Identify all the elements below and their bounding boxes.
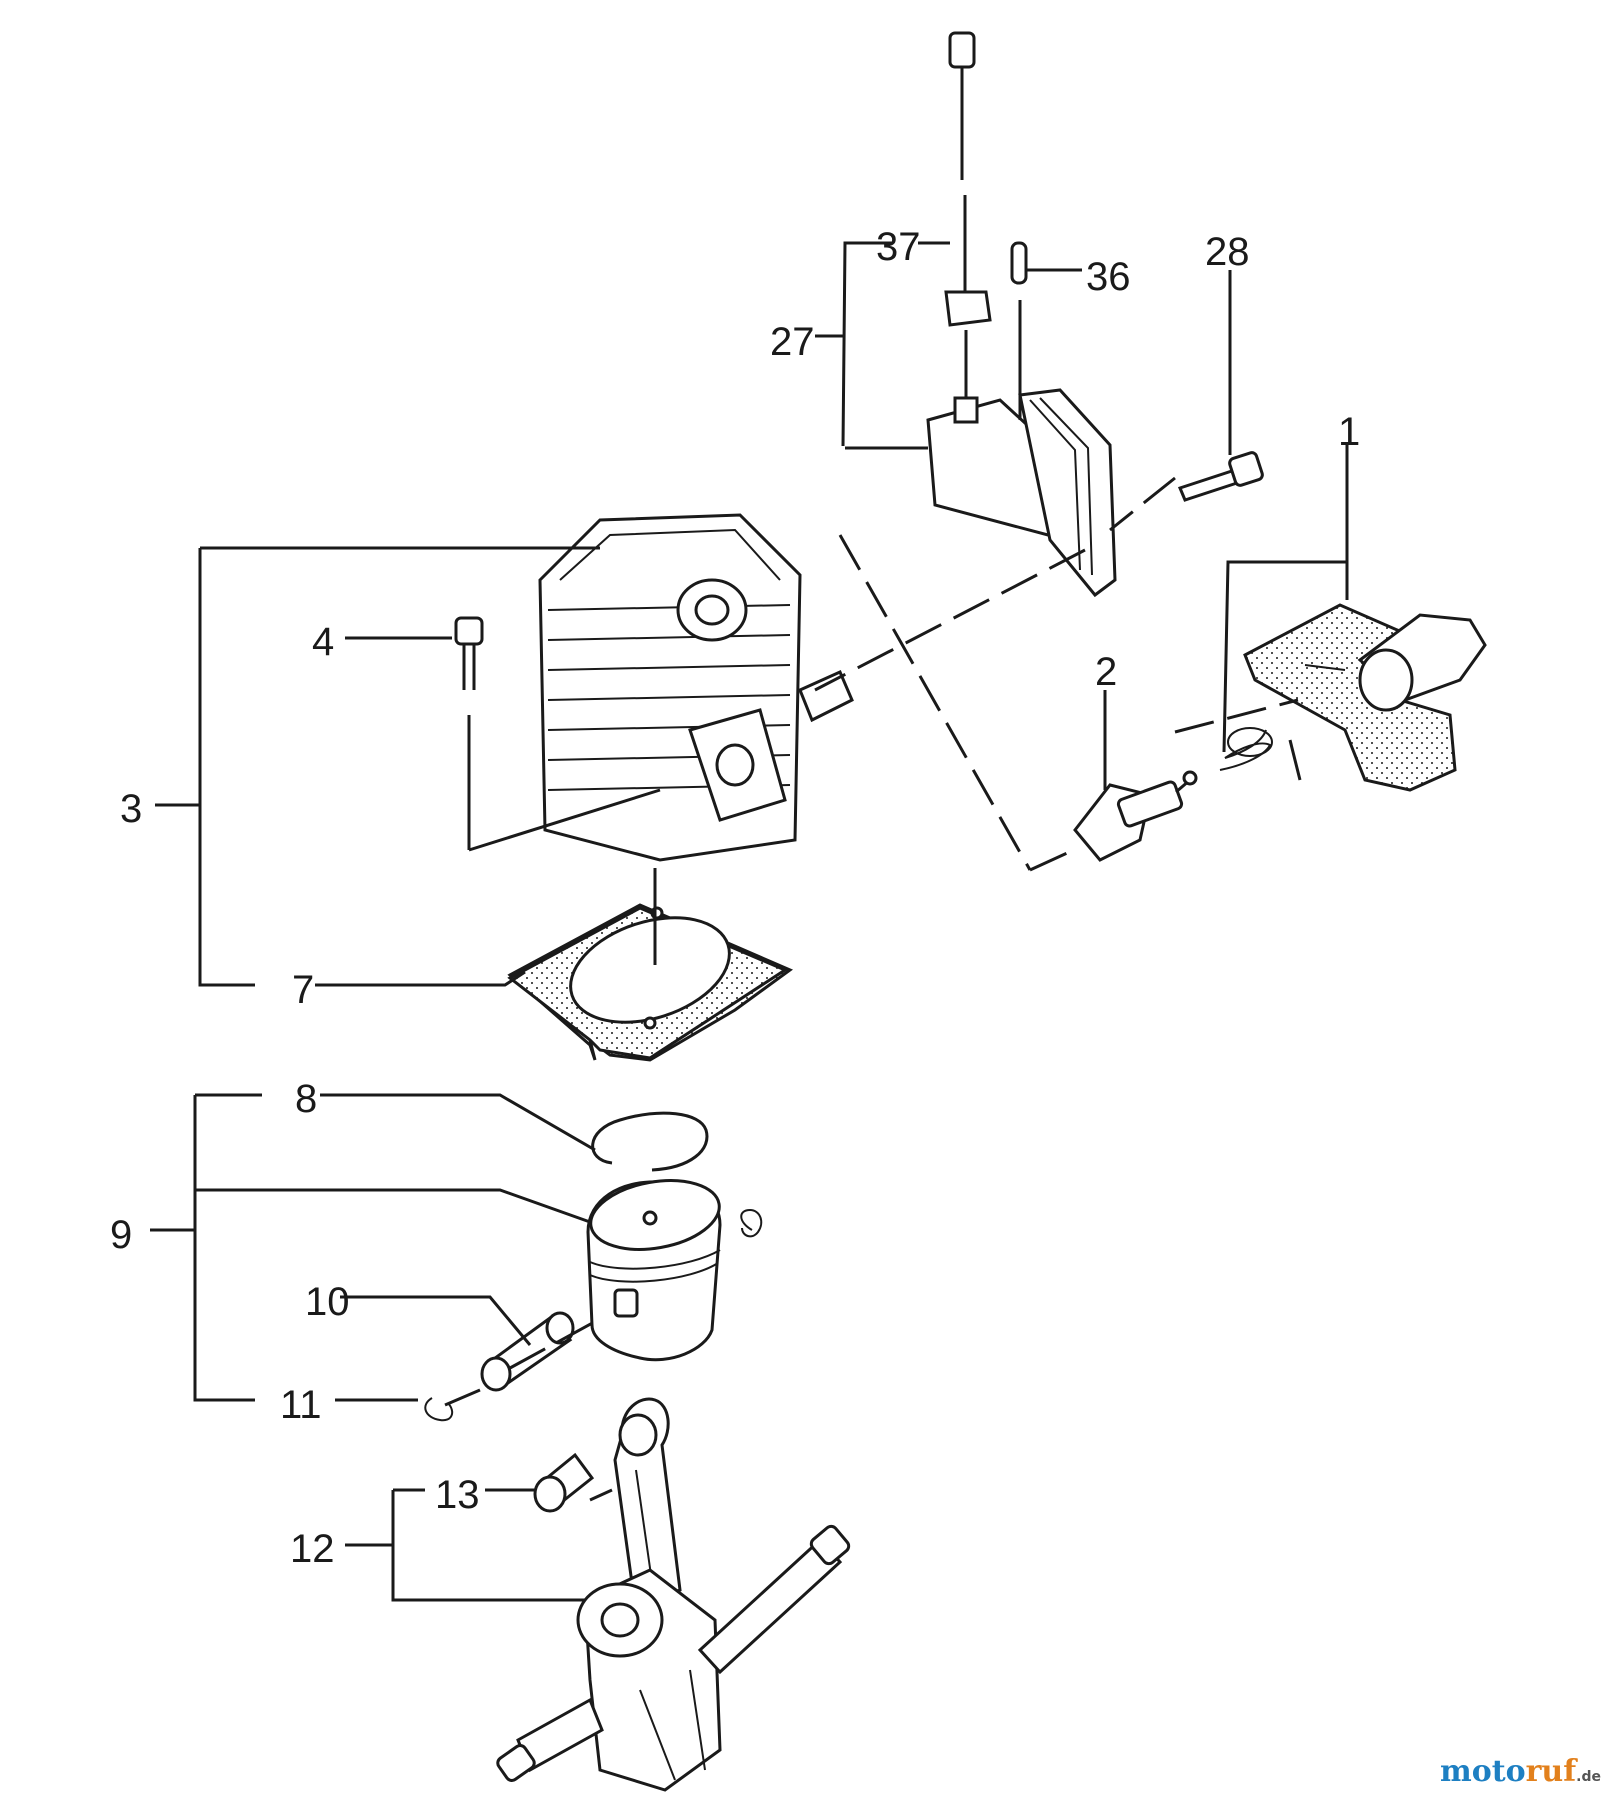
callout-12: 12	[290, 1527, 335, 1571]
callout-13: 13	[435, 1473, 480, 1517]
leader-lines	[150, 241, 1349, 1602]
assembly-axis-lines	[444, 330, 1299, 1502]
callout-37: 37	[876, 225, 921, 269]
spark-plug-icon	[1073, 690, 1198, 862]
watermark-prefix: moto	[1440, 1754, 1526, 1789]
callout-7: 7	[292, 968, 314, 1012]
piston-pin-icon	[480, 1311, 575, 1392]
crankshaft-icon	[496, 1397, 851, 1792]
callout-3: 3	[120, 787, 142, 831]
callout-36: 36	[1086, 255, 1131, 299]
callout-1: 1	[1338, 410, 1360, 454]
watermark-suffix: ruf	[1526, 1754, 1579, 1789]
callout-9: 9	[110, 1213, 132, 1257]
callout-8: 8	[295, 1077, 317, 1121]
svg-text:motoruf.de: motoruf.de	[1440, 1754, 1601, 1789]
bolt-4-icon	[454, 616, 661, 852]
piston-ring-icon	[591, 1111, 709, 1172]
callout-11: 11	[280, 1383, 322, 1427]
bolt-28-icon	[1177, 270, 1264, 502]
watermark-tld: .de	[1576, 1769, 1601, 1785]
bearing-icon	[533, 1452, 595, 1513]
callout-2: 2	[1095, 650, 1117, 694]
gasket-icon	[507, 868, 794, 1062]
callout-4: 4	[312, 620, 334, 664]
watermark-logo: motoruf.de	[1440, 1754, 1601, 1789]
callout-27: 27	[770, 320, 815, 364]
air-filter-icon	[1219, 603, 1487, 792]
callout-labels: 37 36 28 27 1 2 4 3 7 8 9 10 11 13 12	[110, 225, 1360, 1571]
callout-10: 10	[305, 1280, 350, 1324]
callout-28: 28	[1205, 230, 1250, 274]
circlip-icon	[424, 1208, 763, 1422]
piston-icon	[586, 1179, 722, 1362]
cylinder-icon	[538, 513, 854, 862]
ignition-coil-icon	[926, 31, 1117, 598]
